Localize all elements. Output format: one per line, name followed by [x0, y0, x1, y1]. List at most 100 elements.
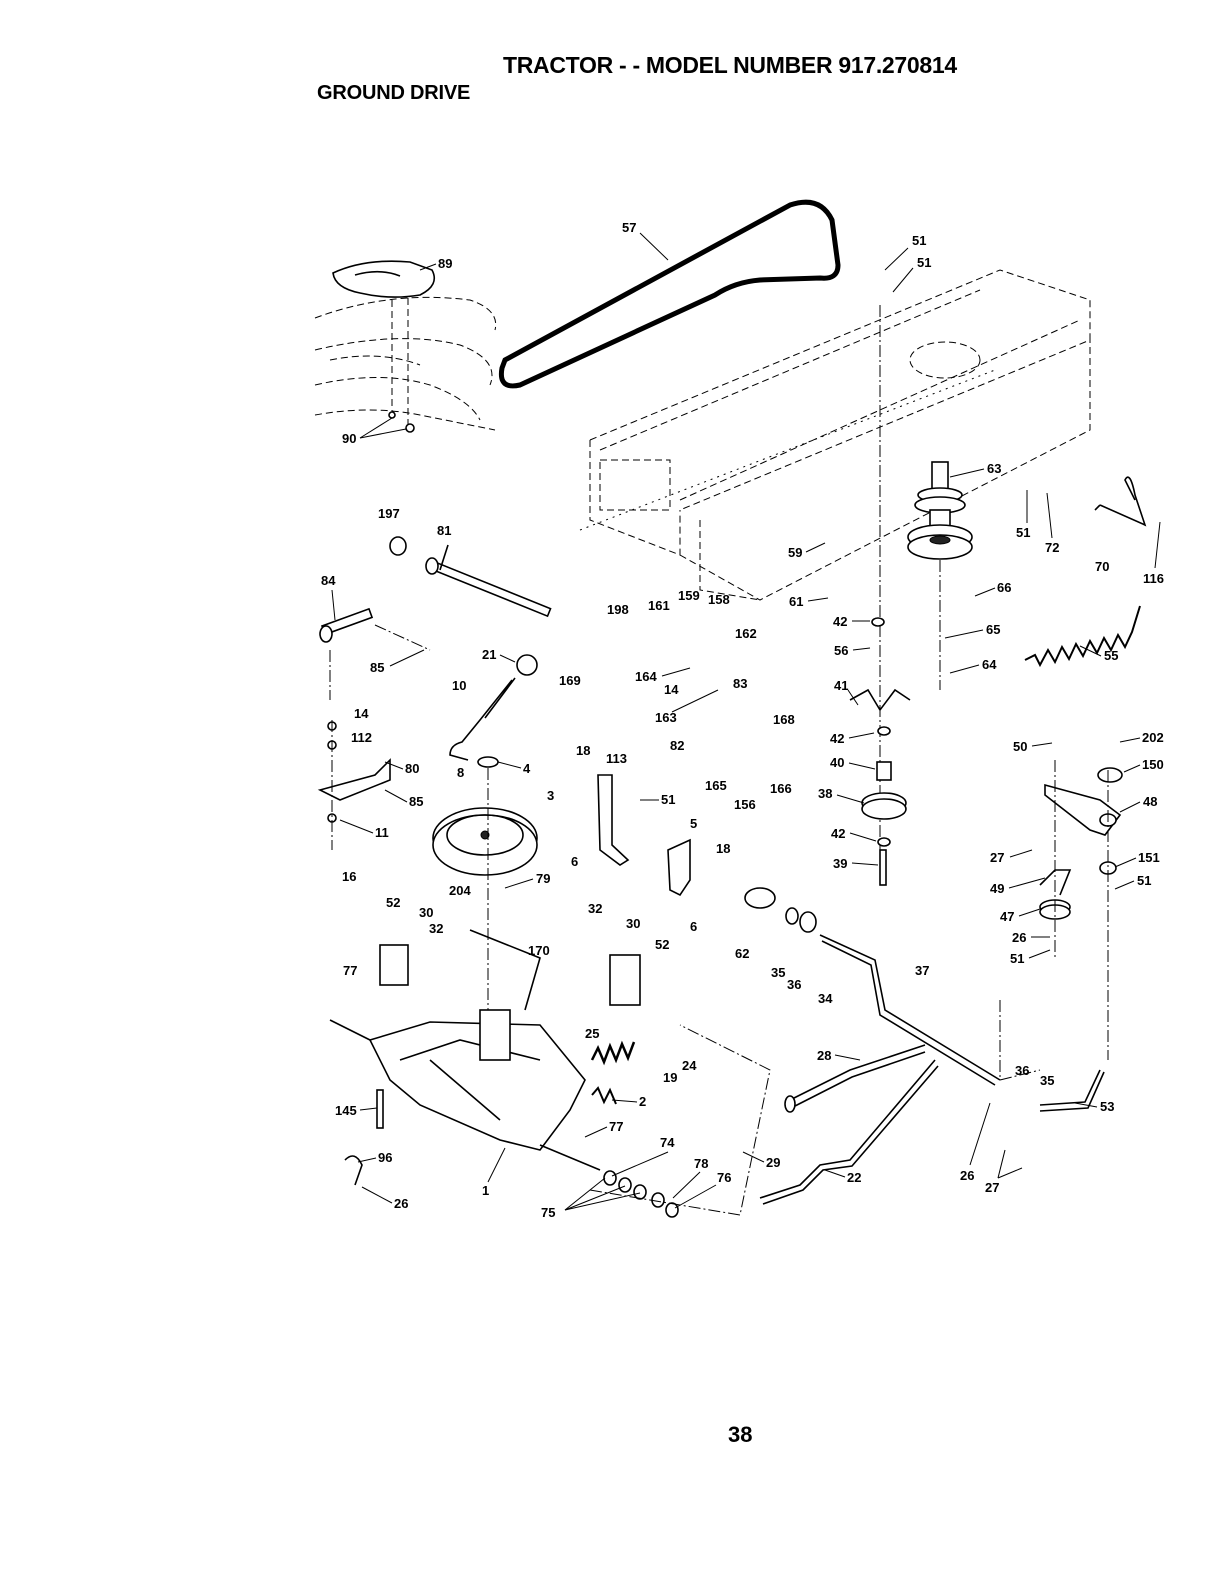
callout: 51 — [912, 233, 926, 248]
callout: 52 — [655, 937, 669, 952]
clip-96 — [344, 1155, 363, 1186]
callout: 204 — [449, 883, 471, 898]
callout: 3 — [547, 788, 554, 803]
callout: 55 — [1104, 648, 1118, 663]
callout: 38 — [818, 786, 832, 801]
bracket-113 — [597, 774, 630, 866]
rod-22 — [759, 1059, 939, 1205]
callout: 170 — [528, 943, 550, 958]
washer-4 — [477, 756, 499, 768]
section-title: GROUND DRIVE — [317, 82, 471, 104]
callout: 164 — [635, 669, 657, 684]
callout: 80 — [405, 761, 419, 776]
callout: 70 — [1095, 559, 1109, 574]
callout: 158 — [708, 592, 730, 607]
callout: 150 — [1142, 757, 1164, 772]
transaxle — [329, 1009, 601, 1171]
callout: 41 — [834, 678, 848, 693]
grommet-28 — [784, 1095, 796, 1113]
callout: 113 — [606, 751, 627, 766]
callout: 25 — [585, 1026, 599, 1041]
callout: 24 — [682, 1058, 697, 1073]
callout: 83 — [733, 676, 747, 691]
callout: 11 — [375, 825, 389, 840]
spring-25 — [590, 1040, 636, 1066]
rod-170 — [469, 929, 541, 1011]
callout: 5 — [690, 816, 697, 831]
callout: 77 — [609, 1119, 623, 1134]
callout: 4 — [523, 761, 531, 776]
spring-2 — [591, 1086, 617, 1105]
callout: 30 — [626, 916, 640, 931]
callout: 39 — [833, 856, 847, 871]
rod-28 — [789, 1044, 926, 1107]
callout: 2 — [639, 1094, 646, 1109]
callout: 19 — [663, 1070, 677, 1085]
callout: 90 — [342, 431, 356, 446]
callout: 65 — [986, 622, 1000, 637]
callout: 56 — [834, 643, 848, 658]
callout: 40 — [830, 755, 844, 770]
callout: 32 — [588, 901, 602, 916]
callout: 82 — [670, 738, 684, 753]
callout: 27 — [990, 850, 1004, 865]
callout: 66 — [997, 580, 1011, 595]
bolt-145 — [376, 1089, 384, 1129]
shift-console — [332, 260, 436, 425]
callout: 6 — [571, 854, 578, 869]
wire-bracket — [1094, 476, 1147, 527]
callout: 42 — [831, 826, 845, 841]
callout: 169 — [559, 673, 581, 688]
callout: 59 — [788, 545, 802, 560]
callout: 34 — [818, 991, 833, 1006]
callout: 162 — [735, 626, 757, 641]
fender-outline — [314, 296, 497, 431]
screw-90a — [388, 411, 396, 419]
callout: 79 — [536, 871, 550, 886]
callout: 26 — [1012, 930, 1026, 945]
knob — [516, 654, 538, 676]
screw-90b — [405, 423, 415, 433]
pulley-spindle — [907, 461, 973, 560]
idler-stack — [849, 617, 911, 886]
callout: 35 — [1040, 1073, 1054, 1088]
plate-30b — [609, 954, 641, 1006]
washer-set — [603, 1170, 679, 1218]
tension-spring — [1024, 605, 1141, 668]
shift-shaft — [425, 544, 552, 618]
callout: 89 — [438, 256, 452, 271]
washer-36 — [799, 911, 817, 933]
tractor-frame — [589, 269, 1091, 601]
callout: 63 — [987, 461, 1001, 476]
callout: 51 — [1010, 951, 1024, 966]
callout: 42 — [830, 731, 844, 746]
callout: 50 — [1013, 739, 1027, 754]
callout: 18 — [716, 841, 730, 856]
callout: 197 — [378, 506, 400, 521]
callout: 72 — [1045, 540, 1059, 555]
callout: 26 — [394, 1196, 408, 1211]
callout: 1 — [482, 1183, 489, 1198]
callout: 166 — [770, 781, 792, 796]
callout: 77 — [343, 963, 357, 978]
callout: 161 — [648, 598, 670, 613]
callout: 30 — [419, 905, 433, 920]
callout: 47 — [1000, 909, 1014, 924]
callout: 51 — [1016, 525, 1030, 540]
callout: 81 — [437, 523, 451, 538]
callout: 10 — [452, 678, 466, 693]
callout: 36 — [787, 977, 801, 992]
callout: 14 — [354, 706, 369, 721]
callout: 49 — [990, 881, 1004, 896]
callout: 75 — [541, 1205, 555, 1220]
rod-53 — [1039, 1069, 1105, 1112]
callout: 29 — [766, 1155, 780, 1170]
callout: 85 — [370, 660, 384, 675]
drive-belt — [498, 199, 841, 389]
page-number: 38 — [728, 1422, 753, 1447]
shift-lever — [449, 677, 516, 761]
callout: 48 — [1143, 794, 1157, 809]
callout: 51 — [661, 792, 675, 807]
plate-30a — [379, 944, 409, 986]
